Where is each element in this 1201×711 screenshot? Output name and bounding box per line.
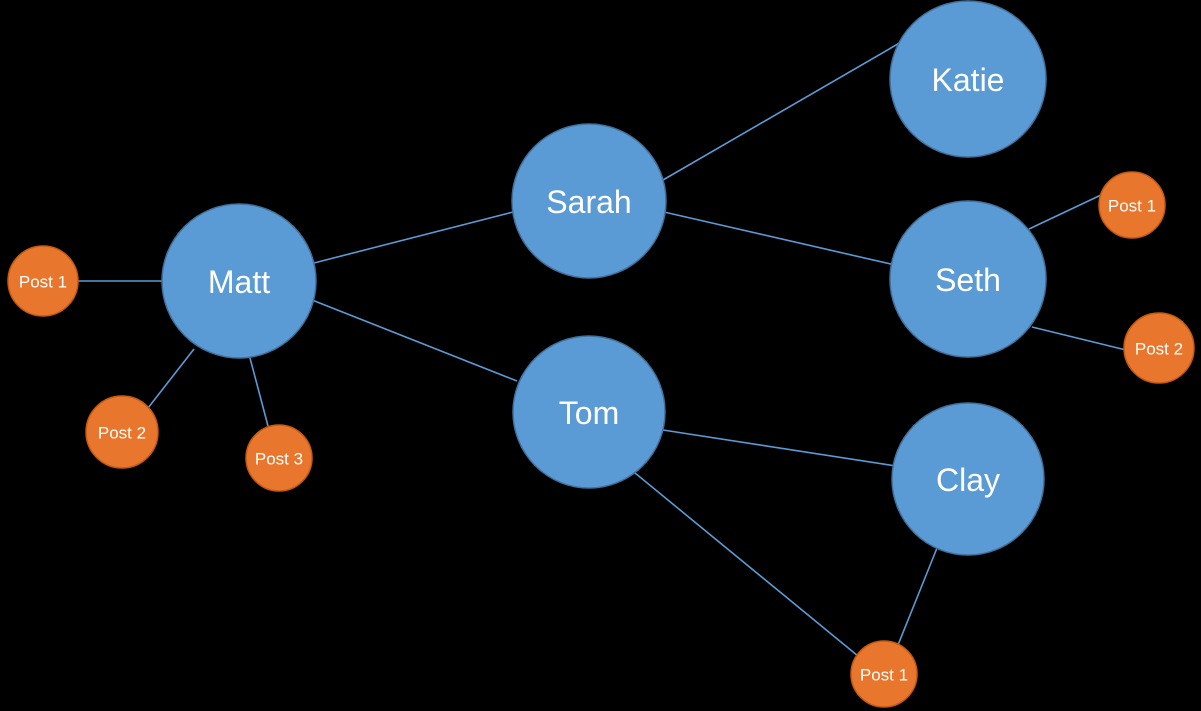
node-clay[interactable]: Clay <box>891 402 1045 556</box>
edges-layer <box>78 40 1127 657</box>
edge-matt_post3-to-matt <box>249 357 269 427</box>
edge-sarah-to-katie <box>662 40 904 181</box>
node-matt_post2[interactable]: Post 2 <box>85 395 159 469</box>
person-circle-matt[interactable] <box>161 203 317 359</box>
edge-seth-to-seth_post2 <box>1031 326 1127 351</box>
node-matt_post1[interactable]: Post 1 <box>7 245 79 317</box>
node-shared_post1[interactable]: Post 1 <box>850 640 918 708</box>
post-circle-matt_post2[interactable] <box>85 395 159 469</box>
node-sarah[interactable]: Sarah <box>511 123 667 279</box>
post-circle-seth_post1[interactable] <box>1098 171 1166 239</box>
person-circle-sarah[interactable] <box>511 123 667 279</box>
edge-seth-to-seth_post1 <box>1028 194 1102 230</box>
node-seth_post2[interactable]: Post 2 <box>1123 312 1195 384</box>
person-circle-seth[interactable] <box>889 200 1047 358</box>
node-seth_post1[interactable]: Post 1 <box>1098 171 1166 239</box>
edge-matt-to-tom <box>311 299 518 382</box>
edge-matt-to-sarah <box>313 211 514 264</box>
person-circle-clay[interactable] <box>891 402 1045 556</box>
edge-tom-to-clay <box>662 429 897 467</box>
edge-clay-to-shared_post1 <box>897 547 938 646</box>
post-circle-shared_post1[interactable] <box>850 640 918 708</box>
edge-matt_post2-to-matt <box>147 348 195 409</box>
post-circle-seth_post2[interactable] <box>1123 312 1195 384</box>
node-katie[interactable]: Katie <box>889 0 1047 158</box>
node-tom[interactable]: Tom <box>512 335 666 489</box>
person-circle-tom[interactable] <box>512 335 666 489</box>
node-matt_post3[interactable]: Post 3 <box>245 424 313 492</box>
edge-sarah-to-seth <box>663 211 896 266</box>
node-seth[interactable]: Seth <box>889 200 1047 358</box>
person-circle-katie[interactable] <box>889 0 1047 158</box>
node-matt[interactable]: Matt <box>161 203 317 359</box>
post-circle-matt_post3[interactable] <box>245 424 313 492</box>
post-circle-matt_post1[interactable] <box>7 245 79 317</box>
edge-tom-to-shared_post1 <box>634 472 859 657</box>
